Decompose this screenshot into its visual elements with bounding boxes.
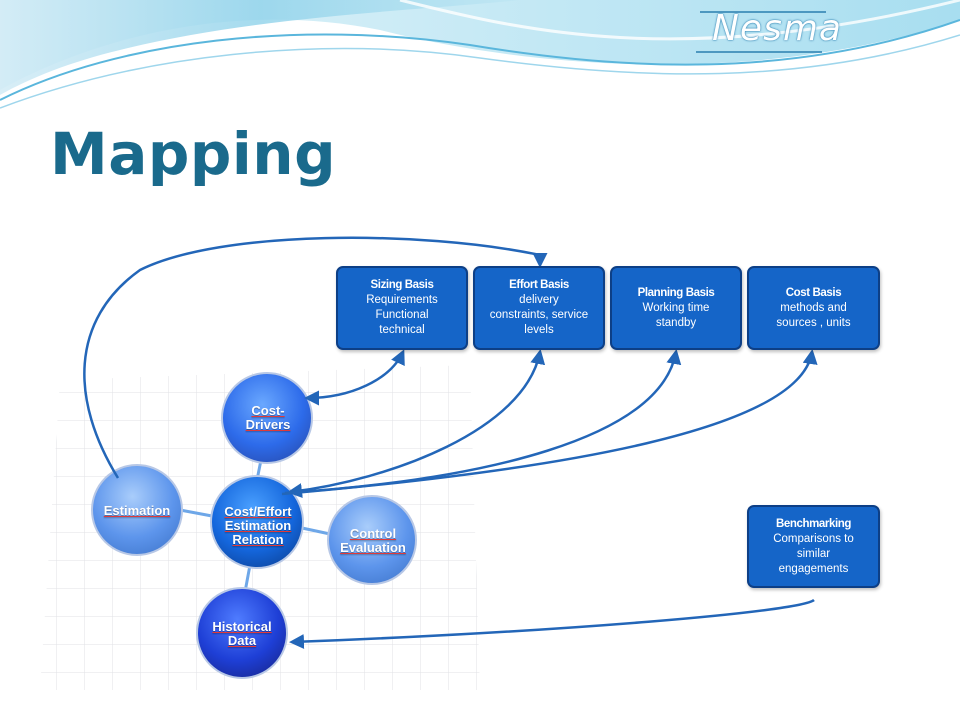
estimation-circle (91, 464, 183, 556)
logo-text: Nesma (712, 8, 842, 49)
slide-title: Mapping (50, 120, 337, 188)
estimation-label: Estimation (103, 503, 171, 518)
benchmarking-box: Benchmarking Comparisons to similar enga… (747, 505, 880, 588)
benchmarking-title: Benchmarking (775, 517, 852, 530)
central-label: Cost/Effort Estimation Relation (224, 504, 292, 547)
benchmarking-body: Comparisons to similar engagements (773, 532, 854, 575)
arrow-cost-central (281, 349, 818, 496)
effort-basis-title: Effort Basis (509, 279, 569, 291)
cost-basis-box: Cost Basis methods and sources , units (747, 266, 880, 350)
planning-basis-body: Working time standby (642, 301, 710, 329)
effort-basis-body: delivery constraints, service levels (489, 294, 589, 336)
sizing-basis-title: Sizing Basis (370, 279, 434, 291)
planning-basis-title: Planning Basis (637, 286, 715, 299)
arrow-estimation-effort (83, 236, 548, 479)
arrow-benchmarking-historical (289, 598, 815, 650)
effort-basis-box: Effort Basis delivery constraints, servi… (473, 266, 605, 350)
arrows (83, 236, 818, 650)
planning-basis-box: Planning Basis Working time standby (610, 266, 742, 350)
nesma-logo (694, 6, 830, 58)
historical-data-label: Historical Data (212, 619, 272, 648)
sizing-basis-body: Requirements Functional technical (366, 294, 438, 336)
sizing-basis-box: Sizing Basis Requirements Functional tec… (336, 266, 468, 350)
cost-basis-title: Cost Basis (785, 286, 842, 299)
central-circle (210, 475, 304, 569)
control-evaluation-label: Control Evaluation (340, 526, 406, 555)
historical-data-circle (196, 587, 288, 679)
arrow-effort-central (287, 349, 546, 499)
cost-drivers-label: Cost- Drivers (245, 403, 291, 432)
header-wave-decoration (0, 0, 960, 109)
cost-basis-body: methods and sources , units (776, 301, 851, 329)
